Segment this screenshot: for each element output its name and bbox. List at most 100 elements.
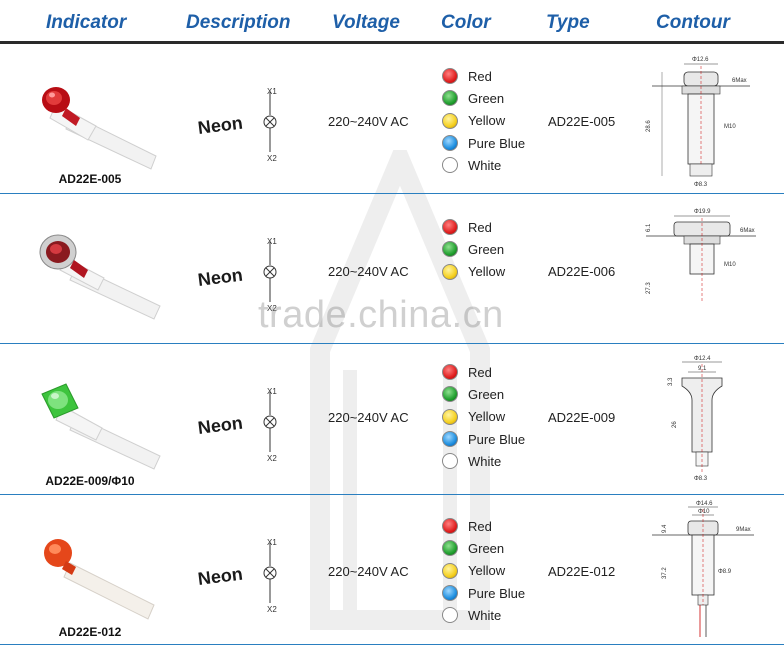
terminal-x2-label: X2 bbox=[267, 154, 277, 163]
header-voltage: Voltage bbox=[332, 12, 400, 33]
color-option: White bbox=[442, 154, 525, 176]
color-option: Red bbox=[442, 216, 505, 238]
svg-text:9.1: 9.1 bbox=[698, 366, 707, 372]
row-divider bbox=[0, 494, 784, 495]
table-row: Neon X1 X2 220~240V AC Red Green Yellow … bbox=[0, 194, 784, 343]
yellow-dot-icon bbox=[442, 562, 458, 579]
svg-text:Φ8.9: Φ8.9 bbox=[718, 569, 732, 575]
type-value: AD22E-006 bbox=[548, 264, 616, 279]
white-dot-icon bbox=[442, 607, 458, 624]
svg-text:Φ8.3: Φ8.3 bbox=[694, 182, 708, 188]
terminal-x1-label: X1 bbox=[267, 538, 277, 547]
color-option: Yellow bbox=[442, 261, 505, 283]
yellow-dot-icon bbox=[442, 408, 458, 425]
svg-text:M10: M10 bbox=[724, 124, 736, 130]
svg-text:9Max: 9Max bbox=[736, 527, 751, 533]
color-list: Red Green Yellow Pure Blue White bbox=[442, 361, 525, 472]
description-neon: Neon bbox=[196, 264, 244, 290]
voltage-value: 220~240V AC bbox=[328, 114, 409, 129]
header-description: Description bbox=[186, 12, 291, 33]
terminal-x1-label: X1 bbox=[267, 237, 277, 246]
white-dot-icon bbox=[442, 453, 458, 470]
contour-drawing: Φ19.9 6Max M10 6.1 27.3 bbox=[646, 209, 756, 302]
neon-lamp-symbol: X1 X2 bbox=[263, 237, 277, 313]
svg-text:6.1: 6.1 bbox=[646, 223, 652, 232]
header-type: Type bbox=[546, 12, 590, 33]
green-dot-icon bbox=[442, 540, 458, 557]
svg-text:Φ14.6: Φ14.6 bbox=[696, 501, 713, 507]
product-model-label: AD22E-012 bbox=[58, 625, 122, 639]
contour-drawing: Φ12.6 6Max M10 28.6 Φ8.3 bbox=[646, 57, 750, 188]
voltage-value: 220~240V AC bbox=[328, 410, 409, 425]
color-option: Green bbox=[442, 87, 525, 109]
neon-lamp-symbol: X1 X2 bbox=[263, 538, 277, 614]
color-option: Red bbox=[442, 515, 525, 537]
green-dot-icon bbox=[442, 90, 458, 107]
color-option: White bbox=[442, 604, 525, 626]
svg-text:Φ12.4: Φ12.4 bbox=[694, 356, 711, 362]
indicator-photo bbox=[41, 383, 161, 470]
red-dot-icon bbox=[442, 219, 458, 236]
color-option: White bbox=[442, 450, 525, 472]
red-dot-icon bbox=[442, 68, 458, 85]
contour-drawing: Φ14.6 Φ10 9Max 9.4 37.2 Φ8.9 bbox=[652, 501, 754, 637]
yellow-dot-icon bbox=[442, 112, 458, 129]
red-dot-icon bbox=[442, 364, 458, 381]
product-model-label: AD22E-009/Φ10 bbox=[45, 474, 135, 488]
white-dot-icon bbox=[442, 157, 458, 174]
color-option: Yellow bbox=[442, 406, 525, 428]
blue-dot-icon bbox=[442, 431, 458, 448]
neon-lamp-symbol: X1 X2 bbox=[263, 387, 277, 463]
header-divider bbox=[0, 41, 784, 44]
color-option: Yellow bbox=[442, 110, 525, 132]
blue-dot-icon bbox=[442, 135, 458, 152]
blue-dot-icon bbox=[442, 585, 458, 602]
terminal-x1-label: X1 bbox=[267, 387, 277, 396]
header-color: Color bbox=[441, 12, 491, 33]
description-neon: Neon bbox=[196, 112, 244, 138]
green-dot-icon bbox=[442, 241, 458, 258]
terminal-x2-label: X2 bbox=[267, 304, 277, 313]
type-value: AD22E-012 bbox=[548, 564, 616, 579]
color-list: Red Green Yellow Pure Blue White bbox=[442, 515, 525, 626]
svg-text:28.6: 28.6 bbox=[646, 120, 652, 132]
svg-text:9.4: 9.4 bbox=[662, 524, 668, 533]
svg-text:26: 26 bbox=[672, 421, 678, 428]
svg-text:Φ12.6: Φ12.6 bbox=[692, 57, 709, 63]
red-dot-icon bbox=[442, 518, 458, 535]
description-neon: Neon bbox=[196, 563, 244, 589]
table-row: AD22E-005 Neon X1 X2 220~240V AC Red Gre… bbox=[0, 44, 784, 193]
header-indicator: Indicator bbox=[46, 12, 127, 33]
color-list: Red Green Yellow bbox=[442, 216, 505, 283]
color-option: Green bbox=[442, 537, 525, 559]
terminal-x2-label: X2 bbox=[267, 605, 277, 614]
row-divider bbox=[0, 343, 784, 344]
table-row: AD22E-012 Neon X1 X2 220~240V AC Red Gre… bbox=[0, 495, 784, 645]
svg-text:6Max: 6Max bbox=[740, 228, 755, 234]
table-header: Indicator Description Voltage Color Type… bbox=[0, 0, 784, 44]
watermark: trade.china.cn bbox=[258, 294, 504, 336]
indicator-photo bbox=[44, 539, 155, 620]
svg-text:27.3: 27.3 bbox=[646, 282, 652, 294]
type-value: AD22E-009 bbox=[548, 410, 616, 425]
color-option: Pure Blue bbox=[442, 428, 525, 450]
terminal-x2-label: X2 bbox=[267, 454, 277, 463]
color-option: Yellow bbox=[442, 560, 525, 582]
table-row: AD22E-009/Φ10 Neon X1 X2 220~240V AC Red… bbox=[0, 344, 784, 494]
indicator-photo bbox=[39, 234, 161, 320]
product-model-label: AD22E-005 bbox=[58, 172, 122, 186]
svg-text:37.2: 37.2 bbox=[662, 567, 668, 579]
terminal-x1-label: X1 bbox=[267, 87, 277, 96]
header-contour: Contour bbox=[656, 12, 730, 33]
color-option: Red bbox=[442, 361, 525, 383]
color-option: Red bbox=[442, 65, 525, 87]
svg-text:M10: M10 bbox=[724, 262, 736, 268]
color-list: Red Green Yellow Pure Blue White bbox=[442, 65, 525, 176]
svg-text:Φ10: Φ10 bbox=[698, 509, 710, 515]
svg-text:Φ19.9: Φ19.9 bbox=[694, 209, 711, 215]
color-option: Pure Blue bbox=[442, 582, 525, 604]
description-neon: Neon bbox=[196, 412, 244, 438]
type-value: AD22E-005 bbox=[548, 114, 616, 129]
row-divider bbox=[0, 193, 784, 194]
yellow-dot-icon bbox=[442, 263, 458, 280]
